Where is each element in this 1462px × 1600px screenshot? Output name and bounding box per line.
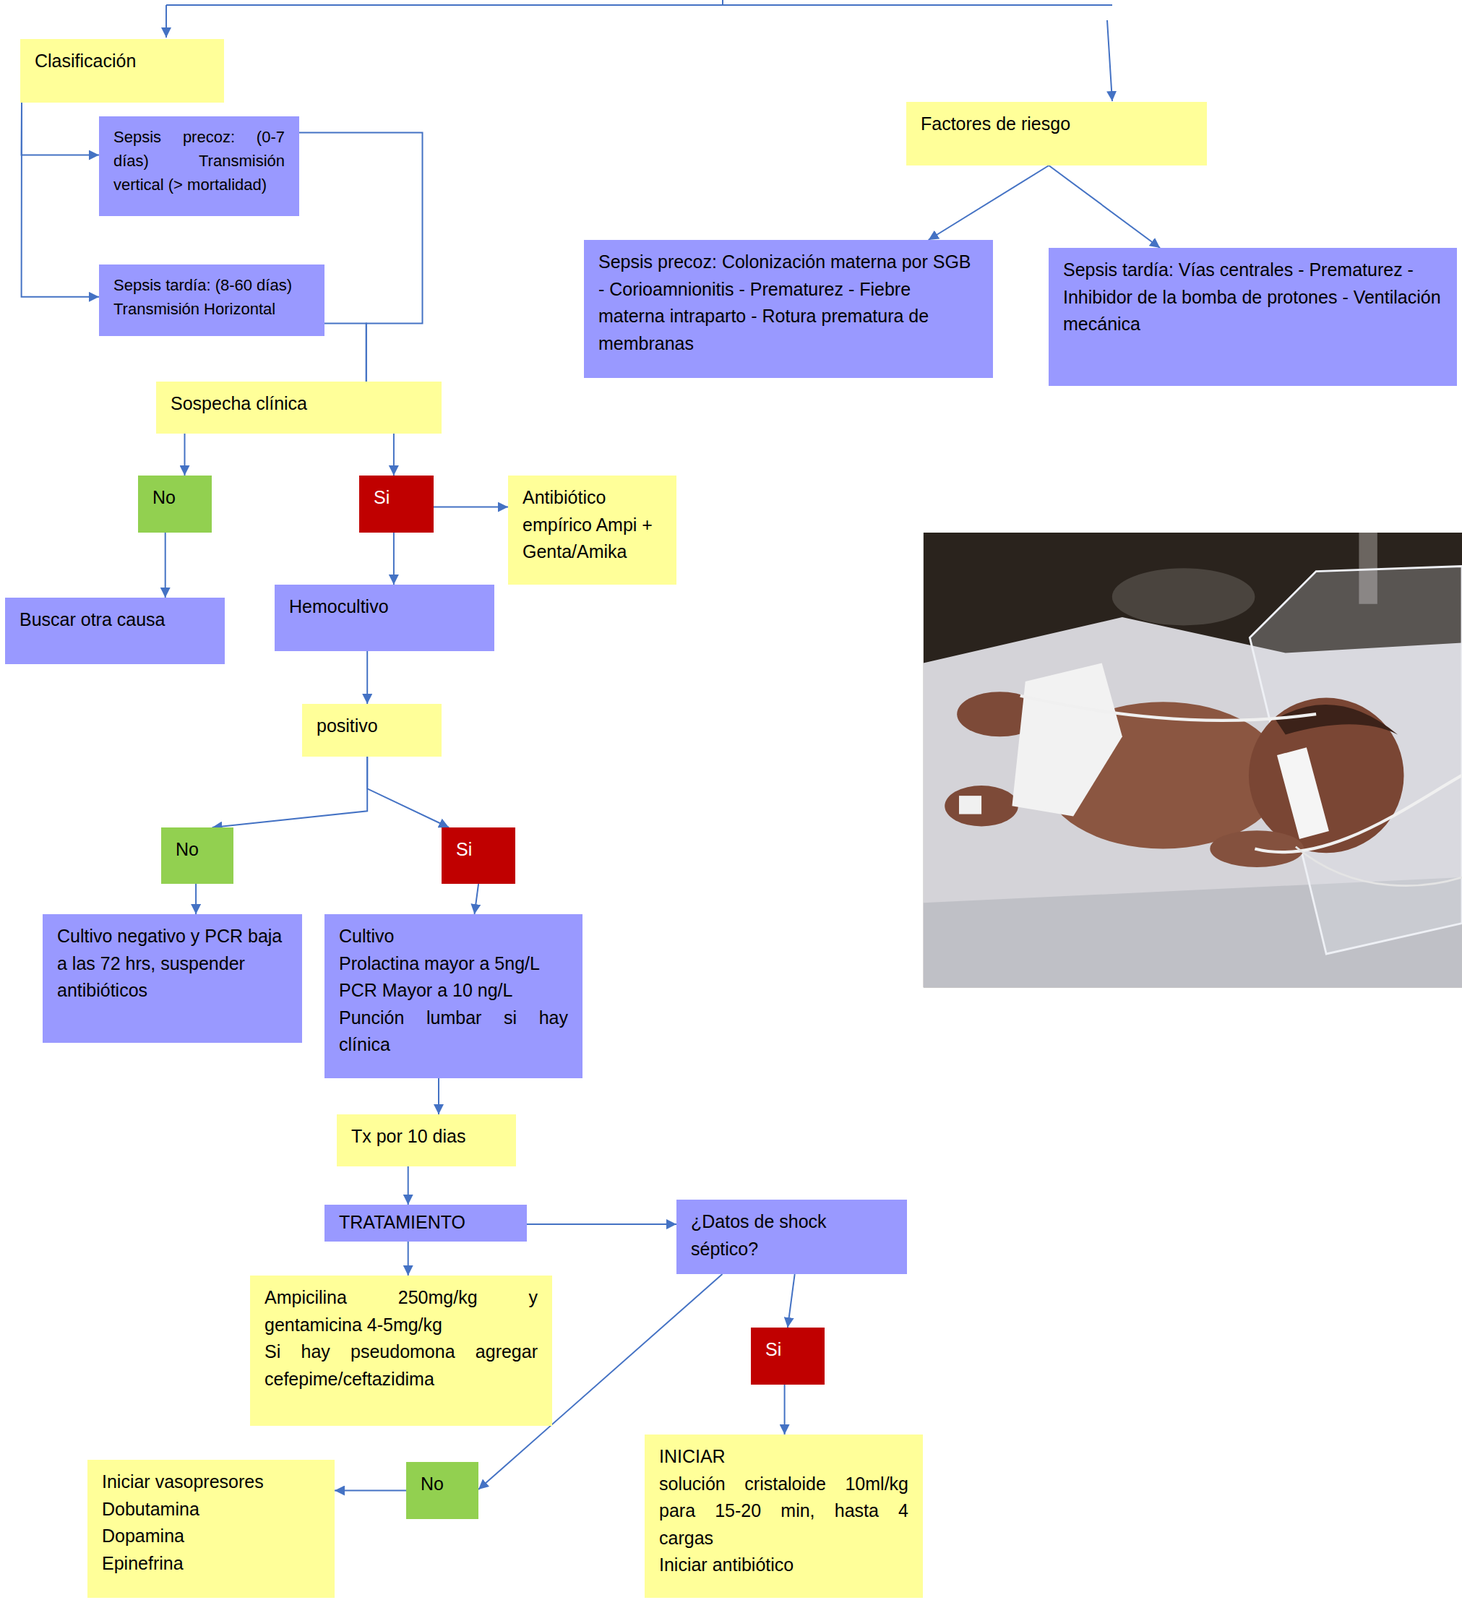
node-text: Factores de riesgo <box>920 110 1193 139</box>
flow-arrow <box>324 323 367 383</box>
node-text: Antibiótico empírico Ampi + Genta/Amika <box>522 484 662 566</box>
step-box: Tx por 10 dias <box>336 1114 516 1167</box>
info-box: Sepsis precoz: (0-7 días) Transmisión ve… <box>99 116 300 217</box>
step-box: INICIARsolución cristaloide 10ml/kg para… <box>644 1434 923 1598</box>
flow-arrow <box>21 102 100 298</box>
node-text: Iniciar antibiótico <box>659 1551 909 1580</box>
photo-background <box>923 532 1462 988</box>
baby-head <box>1248 698 1405 854</box>
node-text: Si <box>373 484 420 512</box>
node-text: Sospecha clínica <box>170 390 428 418</box>
flow-arrow <box>21 102 100 156</box>
node-text: solución cristaloide 10ml/kg para 15-20 … <box>659 1470 909 1553</box>
no-box: No <box>406 1462 479 1520</box>
node-text: Epinefrina <box>101 1550 321 1578</box>
flow-arrow <box>784 1384 786 1435</box>
yes-box: Si <box>750 1327 825 1385</box>
flow-arrow <box>393 532 395 585</box>
flow-arrow <box>407 1166 410 1205</box>
flow-arrow <box>164 532 167 598</box>
info-box: Sepsis tardía: Vías centrales - Prematur… <box>1048 247 1457 386</box>
node-text: Sepsis precoz: Colonización materna por … <box>598 248 979 358</box>
flow-arrow <box>393 433 395 476</box>
node-text: ¿Datos de shock séptico? <box>690 1208 893 1263</box>
node-text: Dobutamina <box>101 1495 321 1524</box>
baby-hair <box>1275 704 1398 735</box>
node-text: Clasificación <box>34 47 210 76</box>
equipment-blur <box>1112 568 1256 626</box>
node-text: positivo <box>316 712 428 741</box>
node-text: No <box>420 1470 464 1499</box>
step-box: Antibiótico empírico Ampi + Genta/Amika <box>508 475 677 585</box>
flow-arrow <box>184 433 186 476</box>
info-box: Buscar otra causa <box>5 597 225 665</box>
node-text: Si hay pseudomona agregar cefepime/cefta… <box>264 1338 538 1393</box>
flow-arrow <box>787 1274 795 1328</box>
info-box: Hemocultivo <box>274 584 495 652</box>
iv-tube <box>1254 775 1462 853</box>
node-text: Sepsis precoz: (0-7 días) Transmisión ve… <box>113 125 285 197</box>
step-box: Ampicilina 250mg/kg y gentamicina 4-5mg/… <box>250 1275 553 1426</box>
node-text: PCR Mayor a 10 ng/L <box>338 977 569 1005</box>
iv-tube <box>1020 695 1317 721</box>
yes-box: Si <box>359 475 434 533</box>
node-text: Cultivo negativo y PCR baja a las 72 hrs… <box>57 922 288 1005</box>
node-text: Buscar otra causa <box>19 606 211 634</box>
step-box: Clasificación <box>20 39 225 103</box>
step-box: Sospecha clínica <box>156 381 442 434</box>
node-text: Si <box>765 1336 811 1364</box>
step-box: Iniciar vasopresoresDobutaminaDopaminaEp… <box>87 1459 335 1598</box>
flow-arrow <box>437 1078 440 1115</box>
flow-arrow <box>1048 165 1160 248</box>
no-box: No <box>138 475 212 533</box>
flow-arrow <box>474 883 480 915</box>
flow-arrow <box>526 1223 677 1225</box>
step-box: positivo <box>302 703 442 757</box>
info-box: CultivoProlactina mayor a 5ng/LPCR Mayor… <box>324 914 583 1079</box>
newborn-photo <box>923 532 1462 988</box>
info-box: ¿Datos de shock séptico? <box>676 1199 907 1275</box>
flow-arrow <box>407 1241 410 1276</box>
flow-arrow <box>366 651 368 704</box>
info-box: TRATAMIENTO <box>324 1204 527 1242</box>
node-text: Cultivo <box>338 922 569 951</box>
parent-stub <box>721 0 724 6</box>
node-text: Ampicilina 250mg/kg y gentamicina 4-5mg/… <box>264 1284 538 1339</box>
node-text: Iniciar vasopresores <box>101 1468 321 1496</box>
info-box: Sepsis tardía: (8-60 días) Transmisión H… <box>99 264 325 337</box>
yes-box: Si <box>441 827 516 884</box>
node-text: Si <box>456 836 501 864</box>
node-text: Punción lumbar si hay clínica <box>338 1004 569 1059</box>
flow-arrow <box>433 506 509 509</box>
flow-arrow <box>195 883 197 915</box>
node-text: Prolactina mayor a 5ng/L <box>338 950 569 978</box>
step-box: Factores de riesgo <box>906 101 1207 166</box>
flow-arrow <box>212 756 368 828</box>
flow-arrow <box>367 756 449 828</box>
node-text: Hemocultivo <box>289 593 480 621</box>
parent-arrow <box>1107 20 1113 102</box>
baby-diaper <box>1011 663 1122 817</box>
hand-band <box>959 795 982 814</box>
node-text: Tx por 10 dias <box>351 1123 502 1151</box>
iv-tube <box>1295 846 1462 887</box>
info-box: Sepsis precoz: Colonización materna por … <box>583 239 993 378</box>
flow-arrow <box>928 165 1050 240</box>
no-box: No <box>161 827 234 884</box>
flow-arrow <box>299 132 423 383</box>
flow-arrow <box>334 1490 407 1492</box>
node-text: Sepsis tardía: (8-60 días) Transmisión H… <box>113 273 311 321</box>
node-text: TRATAMIENTO <box>338 1209 513 1237</box>
parent-bracket <box>166 4 1113 6</box>
node-text: Dopamina <box>101 1522 321 1551</box>
node-text: INICIAR <box>659 1443 909 1471</box>
baby-leg <box>944 785 1019 827</box>
parent-arrow <box>165 5 167 38</box>
node-text: Sepsis tardía: Vías centrales - Prematur… <box>1063 256 1443 339</box>
face-tape <box>1276 747 1330 840</box>
node-text: No <box>152 484 198 512</box>
node-text: No <box>175 836 219 864</box>
info-box: Cultivo negativo y PCR baja a las 72 hrs… <box>42 914 303 1043</box>
